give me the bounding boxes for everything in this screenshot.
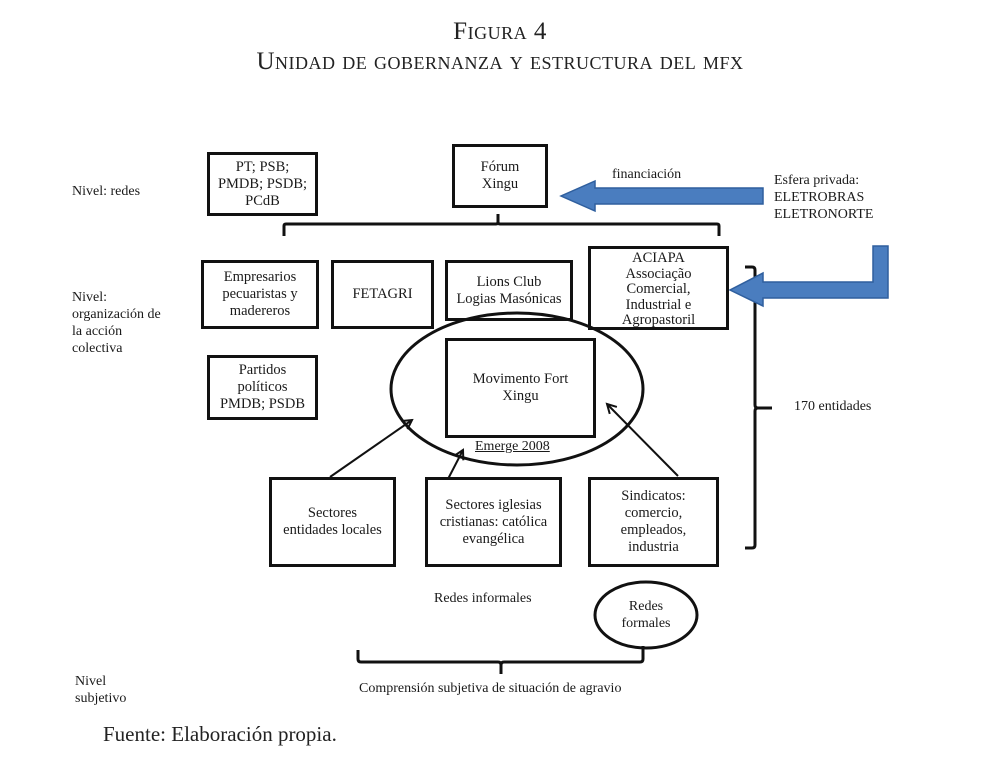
box-empresarios-text: Empresarios pecuaristas y madereros <box>222 269 298 319</box>
level-label-organizacion: Nivel: organización de la acción colecti… <box>72 290 161 356</box>
label-170-entidades: 170 entidades <box>794 399 872 414</box>
arrow-locales-to-movement <box>329 420 412 478</box>
box-movimento-fort-xingu: Movimento Fort Xingu <box>445 338 596 438</box>
aciapa-arrow <box>728 245 889 308</box>
box-forum-xingu-text: Fórum Xingu <box>480 159 520 192</box>
box-lions-club-text: Lions Club Logias Masónicas <box>456 273 562 307</box>
box-sectores-iglesias: Sectores iglesias cristianas: católica e… <box>425 477 562 567</box>
box-sectores-iglesias-text: Sectores iglesias cristianas: católica e… <box>439 496 548 547</box>
level-label-subjetivo: Nivel subjetivo <box>75 674 127 706</box>
box-sectores-locales: Sectores entidades locales <box>269 477 396 567</box>
box-sindicatos-text: Sindicatos: comercio, empleados, industr… <box>620 488 687 555</box>
box-sectores-locales-text: Sectores entidades locales <box>283 505 382 538</box>
arrow-sindicatos-to-movement <box>607 404 679 477</box>
movement-ellipse <box>389 311 645 467</box>
box-aciapa: ACIAPA Associação Comercial, Industrial … <box>588 246 729 330</box>
redes-formales-ellipse <box>593 580 699 650</box>
box-partidos-politicos-text: Partidos políticos PMDB; PSDB <box>219 362 306 412</box>
box-forum-xingu: Fórum Xingu <box>452 144 548 208</box>
brace-right <box>745 265 772 550</box>
label-redes-informales: Redes informales <box>434 591 532 606</box>
financing-arrow <box>559 179 764 213</box>
label-esfera-privada: Esfera privada: ELETROBRAS ELETRONORTE <box>774 173 874 222</box>
level-label-redes: Nivel: redes <box>72 184 141 199</box>
box-sindicatos: Sindicatos: comercio, empleados, industr… <box>588 477 719 567</box>
label-emerge-2008: Emerge 2008 <box>475 439 550 454</box>
box-partidos-redes-text: PT; PSB; PMDB; PSDB; PCdB <box>217 158 308 209</box>
figure-number: Figura 4 <box>453 18 547 45</box>
brace-bottom <box>356 646 645 674</box>
figure-title: Unidad de gobernanza y estructura del mf… <box>256 48 744 75</box>
label-financiacion: financiación <box>612 167 682 182</box>
box-empresarios: Empresarios pecuaristas y madereros <box>201 260 319 329</box>
box-lions-club: Lions Club Logias Masónicas <box>445 260 573 321</box>
box-partidos-redes: PT; PSB; PMDB; PSDB; PCdB <box>207 152 318 216</box>
box-movimento-text: Movimento Fort Xingu <box>472 371 569 404</box>
box-fetagri-text: FETAGRI <box>352 286 413 302</box>
label-comprension-subjetiva: Comprensión subjetiva de situación de ag… <box>359 681 622 696</box>
source-note: Fuente: Elaboración propia. <box>103 722 337 746</box>
box-aciapa-text: ACIAPA Associação Comercial, Industrial … <box>621 250 696 328</box>
arrow-iglesias-to-movement <box>447 450 463 480</box>
box-fetagri: FETAGRI <box>331 260 434 329</box>
brace-top <box>282 214 721 236</box>
box-partidos-politicos: Partidos políticos PMDB; PSDB <box>207 355 318 420</box>
label-redes-formales: Redes formales <box>621 599 671 631</box>
